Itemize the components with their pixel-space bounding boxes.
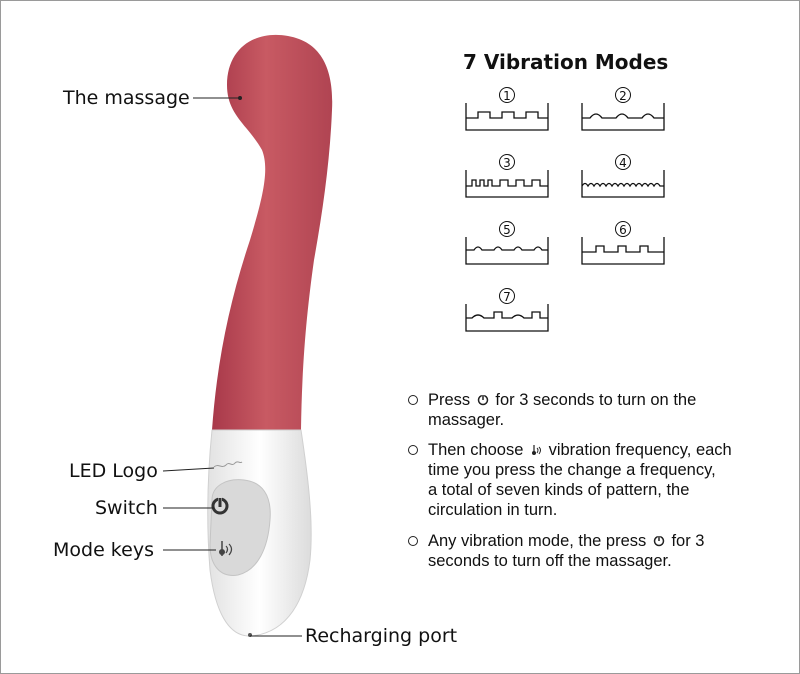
- instruction-change-mode: Then choose vibration frequency, each ti…: [408, 440, 768, 520]
- vibration-modes-title: 7 Vibration Modes: [463, 50, 669, 74]
- recharging-port-label: Recharging port: [305, 625, 458, 647]
- mode-1-waveform: [465, 103, 549, 131]
- mode-2-waveform: [581, 103, 665, 131]
- mode-5-waveform: [465, 237, 549, 265]
- vibration-mode-icon[interactable]: [219, 541, 233, 556]
- instruction-turn-off: Any vibration mode, the press for 3 seco…: [408, 531, 768, 571]
- mode-4-waveform: [581, 170, 665, 198]
- led-logo-leader: [162, 467, 215, 472]
- mode-number: 3: [499, 154, 515, 170]
- led-logo-icon: [213, 461, 243, 468]
- mode-number: 5: [499, 221, 515, 237]
- led-logo-label: LED Logo: [69, 460, 158, 482]
- bullet-icon: [408, 395, 418, 405]
- device-shaft: [212, 34, 333, 430]
- mode-number: 2: [615, 87, 631, 103]
- power-icon: [477, 394, 489, 406]
- switch-label: Switch: [95, 497, 158, 519]
- mode-number: 7: [499, 288, 515, 304]
- massage-label: The massage: [63, 87, 190, 109]
- power-icon: [653, 535, 665, 547]
- mode-number: 1: [499, 87, 515, 103]
- power-icon[interactable]: [211, 497, 229, 515]
- mode-keys-label: Mode keys: [53, 539, 154, 561]
- mode-6-waveform: [581, 237, 665, 265]
- mode-3-waveform: [465, 170, 549, 198]
- mode-7-waveform: [465, 304, 549, 332]
- mode-number: 4: [615, 154, 631, 170]
- bullet-icon: [408, 445, 418, 455]
- instruction-turn-on: Press for 3 seconds to turn on the massa…: [408, 390, 768, 430]
- bullet-icon: [408, 536, 418, 546]
- mode-number: 6: [615, 221, 631, 237]
- vibration-mode-icon: [532, 445, 541, 455]
